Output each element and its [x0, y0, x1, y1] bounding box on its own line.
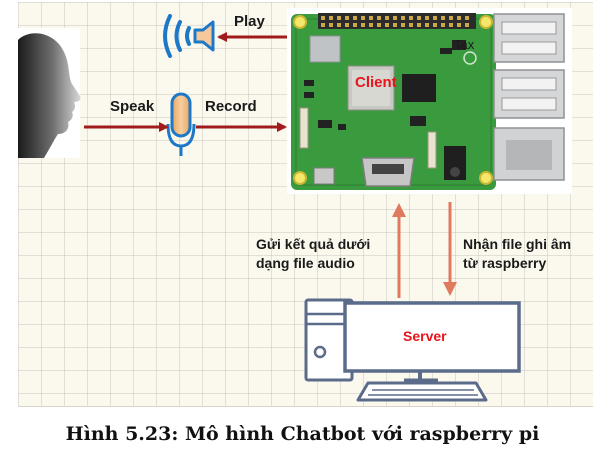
- diagram-canvas: [18, 8, 572, 402]
- computer-icon: [304, 298, 521, 402]
- play-label: Play: [234, 13, 265, 30]
- human-head-icon: [18, 28, 81, 158]
- raspberry-pi-board: [287, 8, 572, 194]
- receive-file-line-2: từ raspberry: [463, 255, 547, 271]
- receive-file-label: Nhận file ghi âm từ raspberry: [463, 235, 571, 273]
- send-result-line-2: dạng file audio: [256, 255, 355, 271]
- server-label: Server: [403, 328, 447, 344]
- microphone-icon: [166, 92, 196, 156]
- send-result-line-1: Gửi kết quả dưới: [256, 236, 371, 252]
- speak-label: Speak: [110, 98, 155, 115]
- receive-file-line-1: Nhận file ghi âm: [463, 236, 572, 252]
- figure: Play Speak Record Client Tax Server Gửi …: [18, 2, 593, 407]
- send-result-label: Gửi kết quả dưới dạng file audio: [256, 235, 370, 273]
- client-label: Client: [355, 74, 397, 91]
- tax-label: Tax: [454, 37, 475, 52]
- record-label: Record: [205, 98, 257, 115]
- speaker-icon: [163, 14, 215, 58]
- figure-caption: Hình 5.23: Mô hình Chatbot với raspberry…: [65, 423, 540, 445]
